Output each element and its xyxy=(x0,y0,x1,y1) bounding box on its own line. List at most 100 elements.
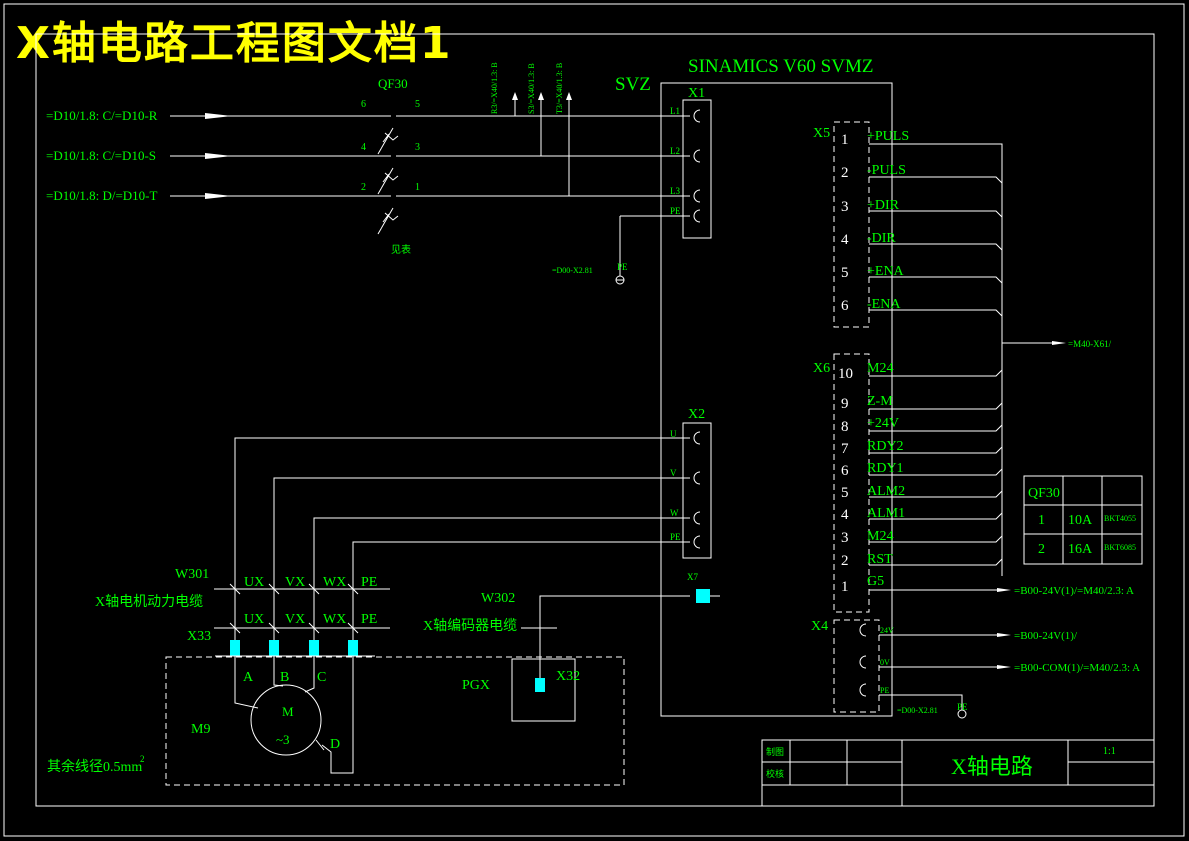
x33-terminals xyxy=(215,640,375,657)
qf30-table: QF30 1 10A BKT4055 2 16A BKT6085 xyxy=(1023,475,1143,565)
output-ref-x4-24v: =B00-24V(1)/ xyxy=(1014,630,1078,642)
supply-ref-s: =D10/1.8: C/=D10-S xyxy=(46,148,156,163)
connector-pin: L3 xyxy=(670,186,680,196)
signal-lines xyxy=(869,143,1055,591)
x5-pin-number: 3 xyxy=(841,199,849,215)
breaker-pin: 3 xyxy=(415,142,420,153)
cable-core: VX xyxy=(285,575,305,590)
x6-signal: ALM1 xyxy=(867,506,905,521)
output-ref-x4-0v: =B00-COM(1)/=M40/2.3: A xyxy=(1014,662,1140,674)
cable-core: WX xyxy=(323,575,346,590)
connector-x1: X1 L1 L2 L3 PE xyxy=(670,86,712,239)
breaker-qf30: QF30 6 5 4 3 2 1 见表 xyxy=(361,76,420,256)
table-cell-rating: 16A xyxy=(1068,542,1093,557)
motor-terminal: D xyxy=(330,737,340,752)
breaker-pin: 2 xyxy=(361,182,366,193)
vertical-refs: R3/=X40/1.3: B S3/=X40/1.3: B T3/=X40/1.… xyxy=(490,62,564,114)
drive-name: SINAMICS V60 SVMZ xyxy=(688,56,873,77)
connector-pin: V xyxy=(670,468,677,478)
motor-terminal: C xyxy=(317,670,326,685)
x5-signal: +DIR xyxy=(867,198,900,213)
x4-pin: PE xyxy=(880,686,889,695)
cable-core: PE xyxy=(361,612,377,627)
pe-label: PE xyxy=(617,262,628,272)
x6-signal: +24V xyxy=(867,416,899,431)
motor-phase: ~3 xyxy=(276,732,290,747)
output-ref-g5: =B00-24V(1)/=M40/2.3: A xyxy=(1014,585,1134,597)
motor-symbol: M xyxy=(282,704,294,719)
x5-pin-number: 2 xyxy=(841,165,849,181)
supply-ref-t: =D10/1.8: D/=D10-T xyxy=(46,188,157,203)
output-ref-m40: =M40-X61/ xyxy=(1068,339,1112,349)
connector-name-x33: X33 xyxy=(187,629,211,644)
pe-ref: =D00-X2.81 xyxy=(552,266,593,275)
table-cell-rating: 10A xyxy=(1068,513,1093,528)
breaker-pin: 1 xyxy=(415,182,420,193)
motor-cable-lines xyxy=(214,437,690,640)
connector-pin: W xyxy=(670,508,679,518)
connector-name-x7: X7 xyxy=(687,572,698,582)
x6-pin-number: 9 xyxy=(841,396,849,412)
vertical-ref-s: S3/=X40/1.3: B xyxy=(527,63,536,114)
x5-pin-number: 4 xyxy=(841,232,849,248)
cable-core: WX xyxy=(323,612,346,627)
x5-signal: +PULS xyxy=(867,129,909,144)
x5-signal: +ENA xyxy=(867,264,905,279)
x4-pin: 0V xyxy=(880,658,890,667)
cable-core: UX xyxy=(244,575,264,590)
table-cell-part: BKT6085 xyxy=(1104,543,1136,552)
connector-x4: X4 24V 0V PE =B00-24V(1)/ =B00-COM(1)/=M… xyxy=(811,619,1140,719)
cable-core: UX xyxy=(244,612,264,627)
connector-name: X2 xyxy=(688,407,705,422)
cable-core: PE xyxy=(361,575,377,590)
connector-name: X5 xyxy=(813,126,830,141)
breaker-pin: 5 xyxy=(415,99,420,110)
output-ref-x4-pe: =D00-X2.81 xyxy=(897,706,938,715)
x6-pin-number: 8 xyxy=(841,419,849,435)
motor-m9: M9 M ~3 A B C D xyxy=(165,656,625,786)
encoder-cable: X7 W302 X轴编码器电缆 X32 PGX xyxy=(423,572,720,722)
x6-pin-number: 5 xyxy=(841,485,849,501)
connector-x5: X5 1 2 3 4 5 6 +PULS -PULS +DIR -DIR +EN… xyxy=(813,121,909,328)
x6-signal: Z-M xyxy=(867,394,893,409)
connector-x2: X2 U V W PE xyxy=(670,407,712,559)
connector-name: X1 xyxy=(688,86,705,101)
cable-core: VX xyxy=(285,612,305,627)
connector-pin: L1 xyxy=(670,106,680,116)
supply-lines xyxy=(170,100,690,276)
x6-pin-number: 6 xyxy=(841,463,849,479)
connector-name: X6 xyxy=(813,361,830,376)
table-cell-part: BKT4055 xyxy=(1104,514,1136,523)
vertical-ref-r: R3/=X40/1.3: B xyxy=(490,62,499,114)
x6-signal: M24 xyxy=(867,529,893,544)
supply-arrows xyxy=(205,92,572,199)
cable-code: W301 xyxy=(175,567,209,582)
drawing-frame xyxy=(3,3,1185,837)
x5-pin-number: 5 xyxy=(841,265,849,281)
pe-label: PE xyxy=(957,702,968,712)
w301-labels: W301 X轴电机动力电缆 UX VX WX PE UX VX WX PE X3… xyxy=(95,567,377,644)
connector-name-x32: X32 xyxy=(556,669,580,684)
connector-x6: X6 10 9 8 7 6 5 4 3 2 1 M24 Z-M +24V RDY… xyxy=(813,353,905,613)
signal-arrows xyxy=(997,341,1066,592)
cable-code: W302 xyxy=(481,591,515,606)
x5-signal: -ENA xyxy=(867,297,901,312)
x5-signal: -PULS xyxy=(867,163,906,178)
pe-ground-supply: =D00-X2.81 PE xyxy=(552,262,628,285)
cable-name: X轴编码器电缆 xyxy=(423,618,517,634)
wire-size-note: 其余线径0.5mm 2 xyxy=(47,754,145,775)
checked-by-label: 校核 xyxy=(766,768,784,779)
drawing-title: X轴电路工程图文档1 xyxy=(16,18,453,69)
x6-pin-number: 2 xyxy=(841,553,849,569)
connector-pin: PE xyxy=(670,206,681,216)
x6-pin-number: 1 xyxy=(841,579,849,595)
x5-signal: -DIR xyxy=(867,231,896,246)
cable-ticks xyxy=(229,583,359,634)
title-block: 制图 校核 X轴电路 1:1 xyxy=(761,739,1155,807)
drive-unit: SINAMICS V60 SVMZ SVZ xyxy=(615,56,893,717)
breaker-pin: 6 xyxy=(361,99,366,110)
x6-signal: RDY2 xyxy=(867,439,904,454)
breaker-pin: 4 xyxy=(361,142,366,153)
connector-pin: U xyxy=(670,429,677,439)
x6-signal: G5 xyxy=(867,574,884,589)
